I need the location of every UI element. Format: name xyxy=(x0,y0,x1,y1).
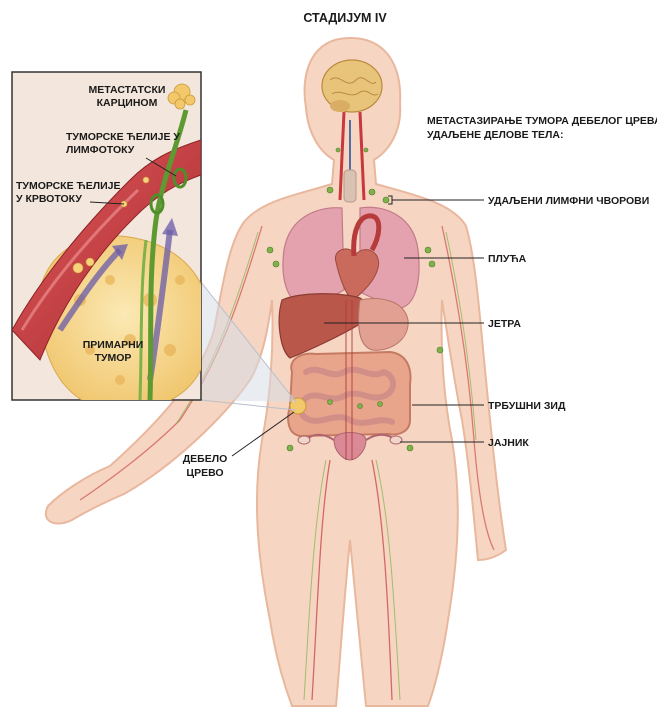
svg-text:МЕТАСТАТСКИ: МЕТАСТАТСКИ xyxy=(89,84,166,96)
svg-text:МЕТАСТАЗИРАЊЕ ТУМОРА ДЕБЕЛОГ Ц: МЕТАСТАЗИРАЊЕ ТУМОРА ДЕБЕЛОГ ЦРЕВА У xyxy=(427,115,657,127)
svg-text:ПРИМАРНИ: ПРИМАРНИ xyxy=(83,339,144,351)
label-colon: ДЕБЕЛО ЦРЕВО xyxy=(183,453,228,479)
svg-text:КАРЦИНОМ: КАРЦИНОМ xyxy=(97,97,158,109)
svg-text:ТУМОРСКЕ ЋЕЛИЈЕ: ТУМОРСКЕ ЋЕЛИЈЕ xyxy=(16,180,120,192)
ovary-left xyxy=(298,436,310,444)
label-metastatic: МЕТАСТАТСКИ КАРЦИНОМ xyxy=(89,84,166,109)
label-lymph-nodes: УДАЉЕНИ ЛИМФНИ ЧВОРОВИ xyxy=(488,195,649,207)
label-liver: ЈЕТРА xyxy=(488,318,521,330)
label-abdominal-wall: ТРБУШНИ ЗИД xyxy=(488,400,566,412)
svg-text:УДАЉЕНЕ ДЕЛОВЕ ТЕЛА:: УДАЉЕНЕ ДЕЛОВЕ ТЕЛА: xyxy=(427,129,563,141)
page-title: СТАДИЈУМ IV xyxy=(303,11,387,25)
description: МЕТАСТАЗИРАЊЕ ТУМОРА ДЕБЕЛОГ ЦРЕВА У УДА… xyxy=(427,115,657,141)
svg-text:ТУМОРСКЕ ЋЕЛИЈЕ У: ТУМОРСКЕ ЋЕЛИЈЕ У xyxy=(66,131,180,143)
svg-text:ДЕБЕЛО: ДЕБЕЛО xyxy=(183,453,228,465)
svg-text:У КРВОТОКУ: У КРВОТОКУ xyxy=(16,193,82,205)
svg-text:ТУМОР: ТУМОР xyxy=(95,352,132,364)
svg-text:ЦРЕВО: ЦРЕВО xyxy=(186,467,223,479)
svg-text:ЛИМФОТОКУ: ЛИМФОТОКУ xyxy=(66,144,135,156)
ovary-right xyxy=(390,436,402,444)
label-ovary: ЈАЈНИК xyxy=(488,437,529,449)
label-lungs: ПЛУЋА xyxy=(488,253,527,265)
